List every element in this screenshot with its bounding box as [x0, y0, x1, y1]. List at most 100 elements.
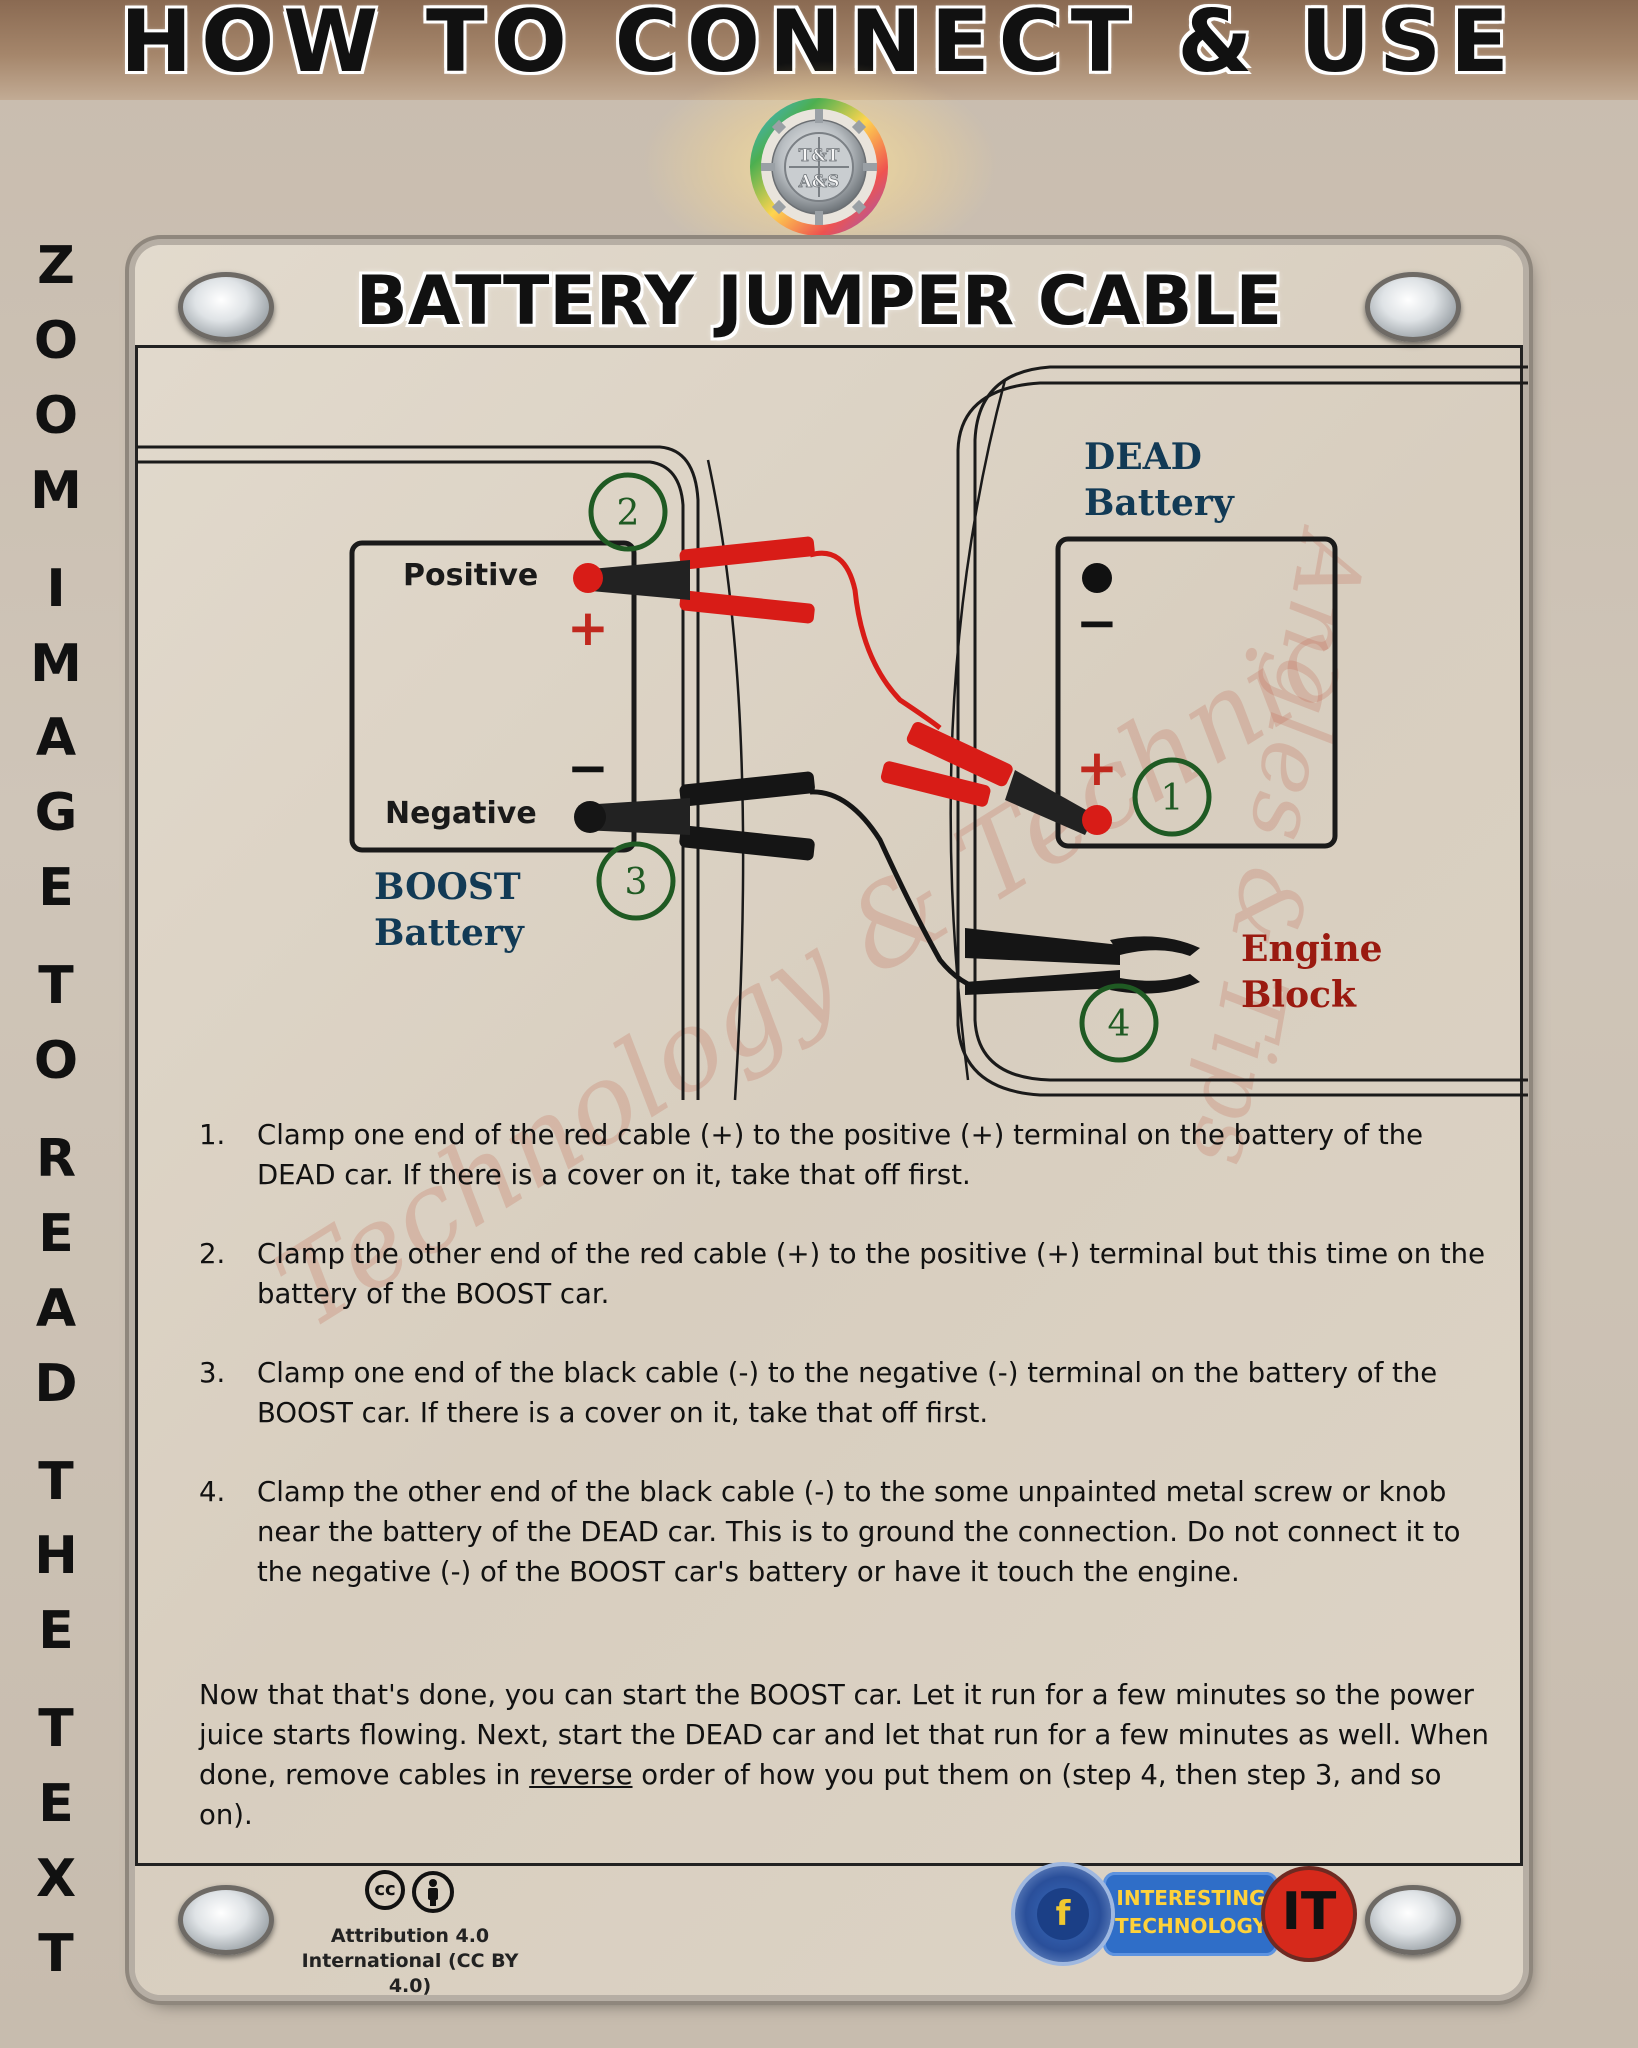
step-marker-1	[1132, 757, 1212, 837]
step-marker-3-label: 3	[625, 862, 648, 903]
boost-label-line2: Battery	[374, 912, 524, 954]
boost-plus-sign: +	[567, 599, 609, 657]
step-marker-1-label: 1	[1161, 778, 1184, 819]
side-zoom-text: Z O O M I M A G E T O R E A D T H E T E …	[28, 240, 84, 1980]
dead-terminal-negative	[1082, 563, 1112, 593]
step-text: Clamp one end of the black cable (-) to …	[257, 1357, 1438, 1429]
dead-label-line1: DEAD	[1084, 436, 1202, 478]
rivet-top-right	[1365, 272, 1461, 342]
cc-icon: cc	[365, 1870, 405, 1910]
side-letter: M	[30, 633, 82, 694]
side-letter: D	[34, 1353, 78, 1414]
boost-negative-label: Negative	[385, 796, 537, 831]
car-outline-left	[137, 445, 700, 1100]
license-icons: cc	[290, 1870, 530, 1914]
step-marker-3	[596, 841, 676, 921]
side-letter: T	[38, 956, 74, 1017]
car-outline-left-inner	[137, 460, 685, 1100]
side-letter: T	[38, 1451, 74, 1512]
side-letter: O	[33, 1031, 79, 1092]
side-letter: E	[38, 1774, 74, 1835]
side-letter: T	[38, 1923, 74, 1984]
side-letter: Z	[37, 236, 75, 296]
it-logo-icon: IT	[1265, 1870, 1353, 1958]
side-letter: A	[35, 1278, 77, 1339]
panel-border-right	[1520, 345, 1523, 1863]
facebook-letter: f	[1037, 1888, 1089, 1940]
side-letter: G	[34, 783, 78, 844]
license-line1: Attribution 4.0	[330, 1925, 490, 1947]
logo-text-bottom: A&S	[798, 172, 840, 192]
dead-plus-sign: +	[1076, 739, 1118, 797]
engine-label-line2: Block	[1241, 974, 1356, 1016]
rivet-top-left	[178, 272, 274, 342]
engine-label-line1: Engine	[1241, 928, 1383, 970]
step-number: 3.	[199, 1357, 226, 1389]
engine-block-label: Engine Block	[1241, 926, 1383, 1018]
panel-border-bottom	[135, 1863, 1523, 1866]
side-letter: A	[35, 708, 77, 769]
side-letter: I	[46, 558, 66, 619]
red-clamp-boost	[573, 536, 815, 624]
license-line2: International (CC BY 4.0)	[301, 1950, 519, 1997]
side-letter: O	[33, 385, 79, 446]
panel-border-top	[135, 345, 1523, 348]
car-outline-right	[973, 365, 1528, 1082]
gear-logo-icon: T&T A&S	[750, 98, 888, 236]
step-item: 3. Clamp one end of the black cable (-) t…	[195, 1353, 1495, 1433]
step-marker-2	[588, 472, 668, 552]
badge-line2: TECHNOLOGY	[1115, 1914, 1267, 1938]
boost-minus-sign: −	[567, 739, 609, 797]
closing-underlined-word: reverse	[529, 1759, 633, 1791]
step-item: 4.Clamp the other end of the black cable…	[195, 1472, 1495, 1592]
step-number: 1.	[199, 1119, 226, 1151]
side-letter: O	[33, 310, 79, 371]
step-text: Clamp one end of the red cable (+) to th…	[257, 1119, 1424, 1191]
info-panel: Technology & Technic Angles & Tips	[135, 245, 1523, 1995]
rivet-bottom-right	[1365, 1885, 1461, 1955]
rivet-bottom-left	[178, 1885, 274, 1955]
black-cable	[809, 789, 986, 993]
step-text: Clamp the other end of the red cable (+)…	[257, 1238, 1486, 1310]
diagram-title: BATTERY JUMPER CABLE	[355, 262, 1283, 341]
step-marker-4-label: 4	[1108, 1004, 1131, 1045]
step-number: 2.	[199, 1238, 226, 1270]
logo-text-top: T&T	[799, 146, 840, 166]
step-item: 1. Clamp one end of the red cable (+) to …	[195, 1115, 1495, 1195]
side-letter: R	[35, 1128, 77, 1189]
dead-label-line2: Battery	[1084, 482, 1234, 524]
side-letter: E	[38, 858, 74, 919]
step-marker-4	[1079, 983, 1159, 1063]
side-letter: E	[38, 1203, 74, 1264]
black-clamp-boost	[574, 771, 815, 861]
dead-battery-label: DEAD Battery	[1084, 434, 1234, 526]
bumper-curve-left	[706, 459, 745, 1101]
panel-border-left	[135, 345, 138, 1863]
badge-text: INTERESTING TECHNOLOGY	[1111, 1884, 1271, 1940]
closing-paragraph: Now that that's done, you can start the …	[199, 1675, 1499, 1835]
dead-minus-sign: −	[1076, 594, 1118, 652]
license-text: Attribution 4.0 International (CC BY 4.0…	[290, 1924, 530, 1999]
black-clamp-engine	[965, 928, 1200, 995]
it-logo-letters: IT	[1281, 1882, 1337, 1942]
side-letter: T	[38, 1699, 74, 1760]
instruction-steps: 1. Clamp one end of the red cable (+) to …	[195, 1115, 1495, 1631]
license-block: cc Attribution 4.0 International (CC BY …	[290, 1870, 530, 1997]
boost-battery-box	[349, 540, 637, 853]
facebook-icon: f	[1015, 1866, 1111, 1962]
red-clamp-dead	[880, 721, 1112, 835]
side-letter: E	[38, 1601, 74, 1662]
red-cable	[809, 550, 942, 730]
step-item: 2. Clamp the other end of the red cable (…	[195, 1234, 1495, 1314]
bumper-curve-right	[949, 379, 1007, 1081]
step-marker-2-label: 2	[617, 493, 640, 534]
dead-battery-box	[1055, 536, 1338, 849]
boost-positive-label: Positive	[403, 558, 539, 593]
side-letter: H	[34, 1526, 78, 1587]
side-letter: M	[30, 460, 82, 521]
interesting-technology-badge: INTERESTING TECHNOLOGY f IT	[1015, 1862, 1355, 1966]
closing-text-end: order of how you put them on (step 4, th…	[199, 1759, 1442, 1831]
step-text: Clamp the other end of the black cable (…	[257, 1476, 1461, 1588]
attribution-person-icon	[412, 1871, 454, 1913]
